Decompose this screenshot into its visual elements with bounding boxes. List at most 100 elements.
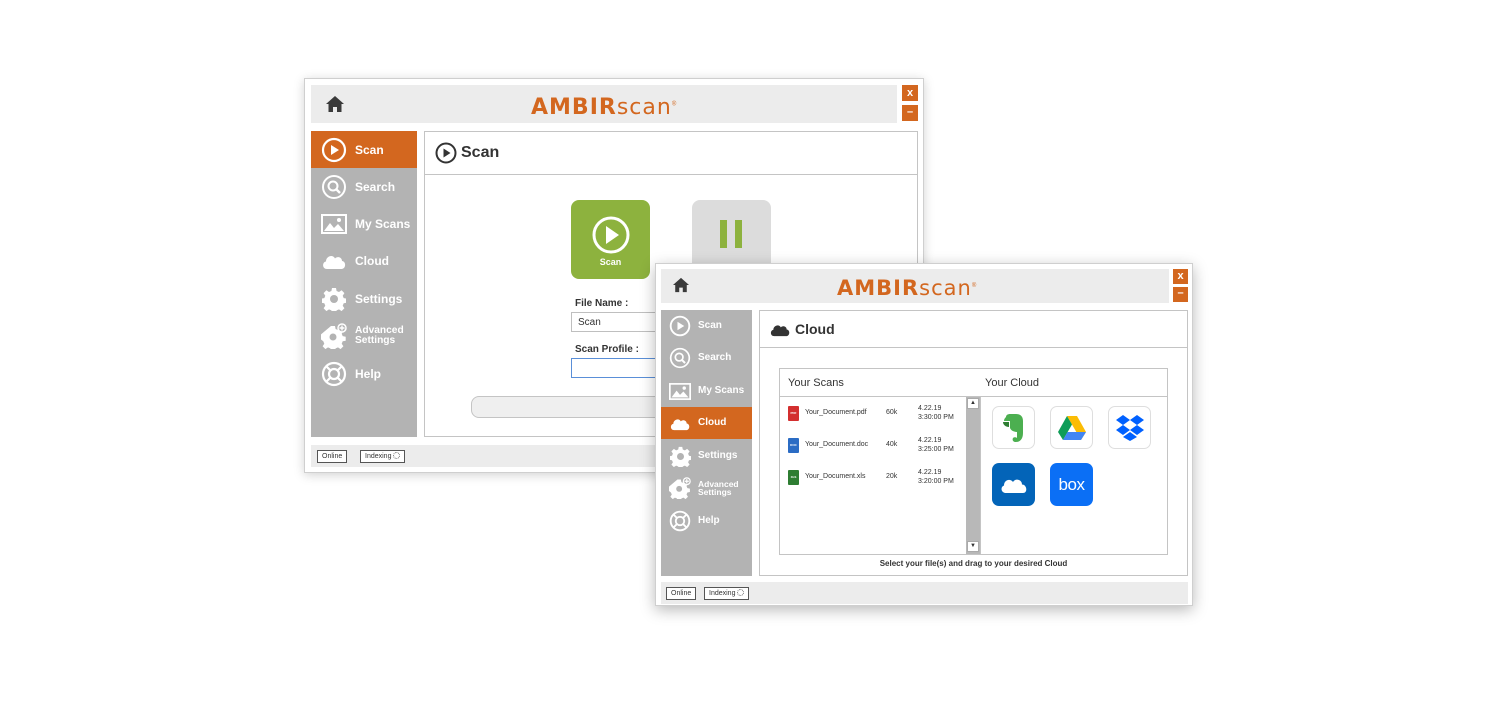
lifebuoy-icon xyxy=(321,361,347,387)
ambirscan-logo: AMBIRscan® xyxy=(531,95,678,120)
evernote-icon xyxy=(1002,413,1023,442)
google-drive-button[interactable] xyxy=(1050,406,1093,449)
file-name-label: File Name : xyxy=(575,298,629,309)
sidebar-item-label: Scan xyxy=(698,320,722,331)
magnifier-icon xyxy=(669,347,691,369)
title-bar: AMBIRscan® xyxy=(311,85,897,123)
cloud-icon xyxy=(770,324,790,336)
dropbox-button[interactable] xyxy=(1108,406,1151,449)
sidebar-item-help[interactable]: Help xyxy=(661,505,752,537)
sidebar-item-label: Search xyxy=(698,352,732,363)
sidebar-item-label: Help xyxy=(698,515,720,526)
close-button[interactable]: x xyxy=(902,85,918,101)
box-button[interactable]: box xyxy=(1050,463,1093,506)
google-drive-icon xyxy=(1057,416,1086,440)
sidebar-item-label: Settings xyxy=(355,291,403,306)
sidebar-item-label: Settings xyxy=(698,450,738,461)
spinner-icon xyxy=(393,452,401,459)
minimize-button[interactable]: – xyxy=(1173,287,1188,302)
sidebar-item-cloud[interactable]: Cloud xyxy=(661,407,752,439)
image-icon xyxy=(321,211,347,237)
indexing-status: Indexing xyxy=(360,450,406,463)
sidebar: Scan Search My Scans Cloud Settings Adva… xyxy=(311,131,417,437)
page-title: Scan xyxy=(461,144,500,161)
home-icon[interactable] xyxy=(325,95,345,113)
minimize-button[interactable]: – xyxy=(902,105,918,121)
onedrive-icon xyxy=(1001,479,1026,493)
scrollbar[interactable]: ▲ ▼ xyxy=(966,397,980,554)
online-status: Online xyxy=(666,587,697,600)
sidebar-item-search[interactable]: Search xyxy=(661,342,752,374)
close-button[interactable]: x xyxy=(1173,269,1188,284)
scan-profile-label: Scan Profile : xyxy=(575,344,639,355)
sidebar-item-label: Cloud xyxy=(355,253,389,268)
sidebar-item-label: Cloud xyxy=(698,417,727,428)
evernote-button[interactable] xyxy=(992,406,1035,449)
sidebar-item-label: My Scans xyxy=(698,385,745,396)
cloud-icon xyxy=(321,248,347,274)
sidebar-item-cloud[interactable]: Cloud xyxy=(311,242,417,279)
play-circle-icon xyxy=(592,216,629,254)
sidebar-item-my-scans[interactable]: My Scans xyxy=(311,205,417,242)
onedrive-button[interactable] xyxy=(992,463,1035,506)
indexing-status: Indexing xyxy=(704,587,750,600)
scan-start-button[interactable]: Scan xyxy=(571,200,650,279)
box-icon: box xyxy=(1058,474,1085,494)
sidebar-item-scan[interactable]: Scan xyxy=(661,310,752,342)
gear-plus-icon xyxy=(669,477,691,499)
xls-file-icon: XLS xyxy=(788,470,799,485)
home-icon[interactable] xyxy=(672,277,690,293)
play-circle-icon xyxy=(321,137,347,163)
online-status: Online xyxy=(317,450,348,463)
sidebar-item-my-scans[interactable]: My Scans xyxy=(661,375,752,407)
sidebar-item-search[interactable]: Search xyxy=(311,168,417,205)
title-bar: AMBIRscan® xyxy=(661,269,1169,303)
divider xyxy=(780,396,1167,397)
play-circle-icon xyxy=(435,142,457,164)
page-title: Cloud xyxy=(795,321,835,337)
your-scans-heading: Your Scans xyxy=(788,377,844,389)
status-bar: Online Indexing xyxy=(661,582,1188,604)
file-name: Your_Document.xls xyxy=(805,473,866,480)
sidebar-item-help[interactable]: Help xyxy=(311,355,417,392)
panel-header: Scan xyxy=(425,132,917,175)
cloud-panel: Cloud Your Scans Your Cloud PDF Your_Doc… xyxy=(759,310,1188,576)
your-cloud-heading: Your Cloud xyxy=(985,377,1040,389)
doc-file-icon: DOC xyxy=(788,438,799,453)
panel-header: Cloud xyxy=(760,311,1187,348)
sidebar-item-scan[interactable]: Scan xyxy=(311,131,417,168)
sidebar-item-settings[interactable]: Settings xyxy=(311,280,417,317)
dropbox-icon xyxy=(1115,414,1144,441)
file-size: 20k xyxy=(886,473,898,480)
cloud-window: AMBIRscan® x – Scan Search My Scans Clou… xyxy=(655,263,1193,606)
scroll-up-arrow-icon[interactable]: ▲ xyxy=(967,398,979,409)
file-size: 60k xyxy=(886,409,898,416)
ambirscan-logo: AMBIRscan® xyxy=(837,276,978,300)
file-name: Your_Document.pdf xyxy=(805,409,867,416)
sidebar-item-label: Scan xyxy=(355,142,384,157)
sidebar-item-label: Search xyxy=(355,179,396,194)
scroll-down-arrow-icon[interactable]: ▼ xyxy=(967,541,979,552)
play-circle-icon xyxy=(669,315,691,337)
sidebar-item-label: Help xyxy=(355,366,382,381)
lifebuoy-icon xyxy=(669,510,691,532)
pause-icon xyxy=(735,220,742,248)
spinner-icon xyxy=(737,589,745,596)
drag-hint: Select your file(s) and drag to your des… xyxy=(879,559,1068,568)
magnifier-icon xyxy=(321,174,347,200)
gear-plus-icon xyxy=(321,322,347,349)
divider xyxy=(980,397,981,555)
gear-icon xyxy=(669,445,691,467)
sidebar-item-settings[interactable]: Settings xyxy=(661,440,752,472)
sidebar-item-label: My Scans xyxy=(355,216,411,231)
gear-icon xyxy=(321,286,347,312)
scan-button-label: Scan xyxy=(599,257,622,267)
